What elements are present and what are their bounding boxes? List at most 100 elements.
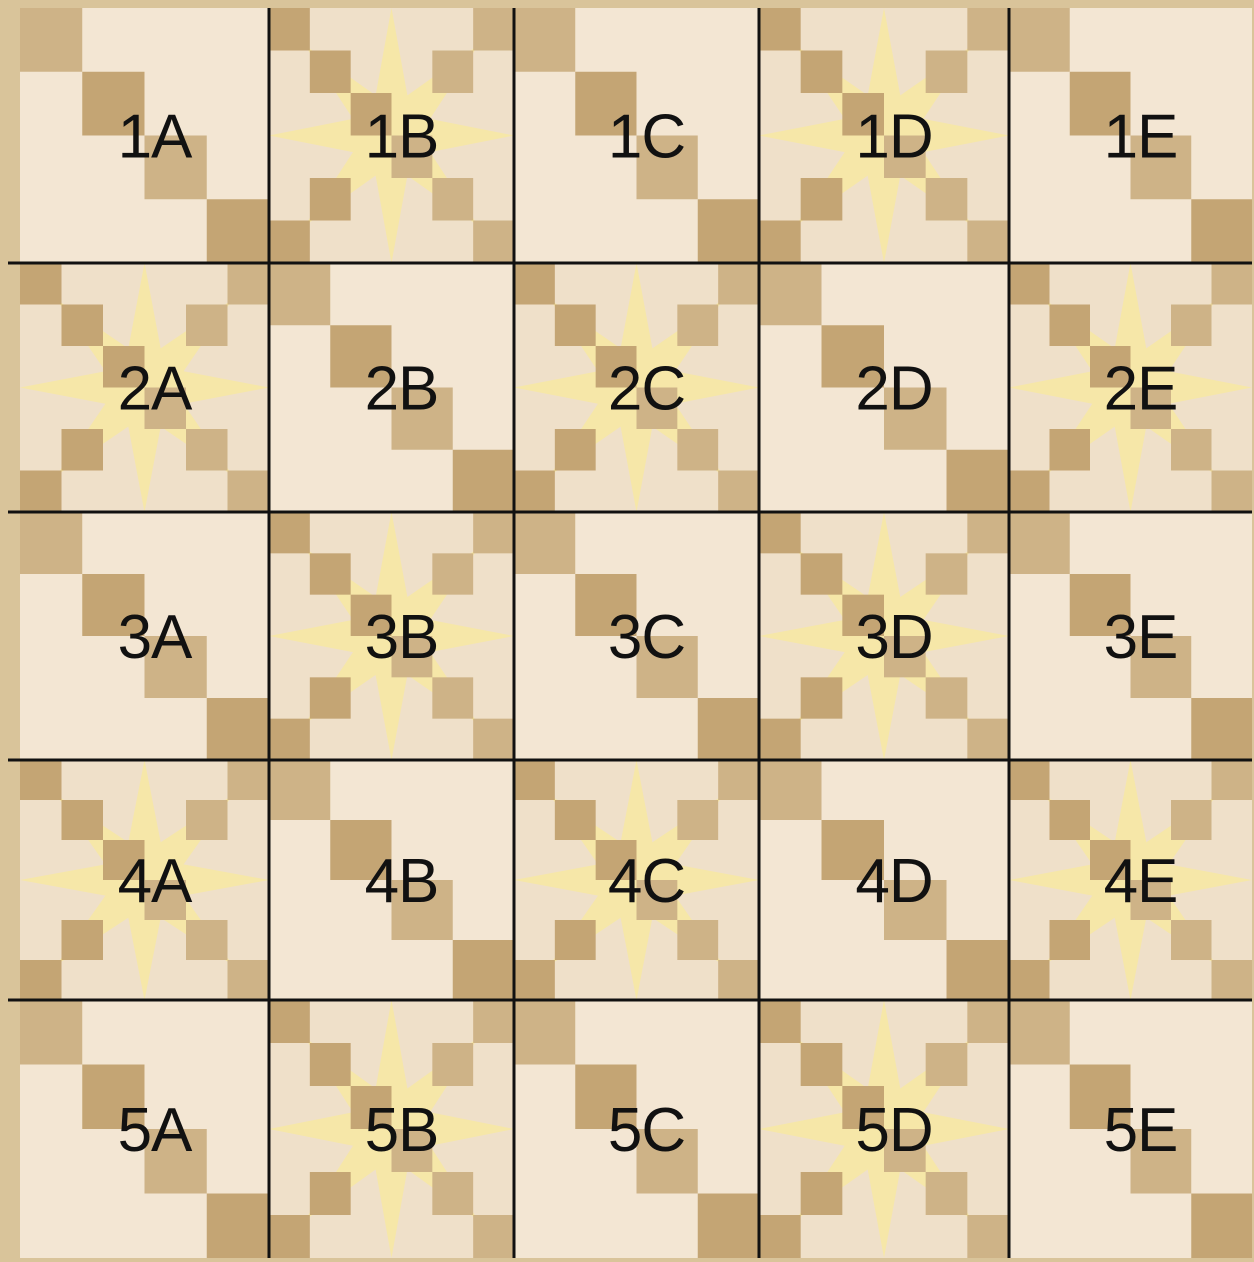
star-patch-square bbox=[1212, 960, 1253, 1000]
star-patch-square bbox=[718, 471, 759, 513]
chain-square bbox=[20, 1000, 82, 1065]
block-label: 5D bbox=[855, 1096, 932, 1165]
chain-square bbox=[207, 698, 269, 760]
star-patch-square bbox=[473, 1215, 514, 1258]
quilt-block-2b: 2B bbox=[269, 263, 514, 512]
star-patch-square bbox=[473, 8, 514, 51]
star-patch-square bbox=[432, 677, 473, 718]
star-patch-square bbox=[1050, 920, 1091, 960]
quilt-block-5d: 5D bbox=[759, 1000, 1009, 1258]
star-patch-square bbox=[228, 760, 270, 800]
quilt-block-1c: 1C bbox=[514, 8, 759, 263]
quilt-block-2d: 2D bbox=[759, 263, 1009, 512]
star-patch-square bbox=[967, 719, 1009, 760]
star-patch-square bbox=[1009, 471, 1050, 513]
star-patch-square bbox=[432, 1172, 473, 1215]
chain-square bbox=[698, 199, 759, 263]
star-patch-square bbox=[310, 553, 351, 594]
star-patch-square bbox=[967, 8, 1009, 51]
block-label: 2E bbox=[1104, 355, 1178, 424]
quilt-block-3a: 3A bbox=[20, 512, 269, 760]
chain-square bbox=[759, 263, 822, 325]
star-patch-square bbox=[801, 553, 843, 594]
quilt-block-1a: 1A bbox=[20, 8, 269, 263]
chain-square bbox=[207, 1194, 269, 1259]
chain-square bbox=[269, 760, 330, 820]
star-patch-square bbox=[967, 512, 1009, 553]
block-label: 2C bbox=[608, 355, 685, 424]
star-patch-square bbox=[432, 51, 473, 94]
quilt-block-5e: 5E bbox=[1009, 1000, 1252, 1258]
star-patch-square bbox=[926, 677, 968, 718]
block-label: 4B bbox=[365, 847, 439, 916]
star-patch-square bbox=[677, 920, 718, 960]
star-patch-square bbox=[718, 960, 759, 1000]
star-patch-square bbox=[759, 512, 801, 553]
star-patch-square bbox=[1050, 800, 1091, 840]
quilt-block-4c: 4C bbox=[514, 760, 759, 1000]
chain-square bbox=[759, 760, 822, 820]
star-patch-square bbox=[1050, 429, 1091, 471]
star-patch-square bbox=[269, 512, 310, 553]
star-patch-square bbox=[1212, 760, 1253, 800]
block-label: 3D bbox=[855, 603, 932, 672]
block-label: 3B bbox=[365, 603, 439, 672]
star-patch-square bbox=[801, 178, 843, 221]
star-patch-square bbox=[677, 429, 718, 471]
quilt-block-1d: 1D bbox=[759, 8, 1009, 263]
block-label: 1A bbox=[118, 103, 193, 172]
star-patch-square bbox=[432, 1043, 473, 1086]
quilt-block-5a: 5A bbox=[20, 1000, 269, 1258]
chain-square bbox=[453, 450, 514, 512]
star-patch-square bbox=[555, 800, 596, 840]
chain-square bbox=[1191, 1194, 1252, 1259]
chain-square bbox=[514, 512, 575, 574]
block-label: 4A bbox=[118, 847, 193, 916]
star-patch-square bbox=[20, 263, 62, 305]
star-patch-square bbox=[62, 305, 104, 347]
star-patch-square bbox=[20, 960, 62, 1000]
star-patch-square bbox=[555, 920, 596, 960]
chain-square bbox=[947, 940, 1010, 1000]
star-patch-square bbox=[926, 553, 968, 594]
star-patch-square bbox=[228, 960, 270, 1000]
star-patch-square bbox=[926, 51, 968, 94]
block-label: 5A bbox=[118, 1096, 193, 1165]
star-patch-square bbox=[1212, 471, 1253, 513]
quilt-block-3c: 3C bbox=[514, 512, 759, 760]
star-patch-square bbox=[514, 471, 555, 513]
chain-square bbox=[1009, 8, 1070, 72]
star-patch-square bbox=[269, 719, 310, 760]
star-patch-square bbox=[432, 178, 473, 221]
block-label: 5B bbox=[365, 1096, 439, 1165]
star-patch-square bbox=[967, 221, 1009, 264]
chain-square bbox=[698, 698, 759, 760]
star-patch-square bbox=[926, 1043, 968, 1086]
star-patch-square bbox=[269, 1000, 310, 1043]
chain-square bbox=[20, 8, 82, 72]
block-label: 2B bbox=[365, 355, 439, 424]
star-patch-square bbox=[967, 1215, 1009, 1258]
chain-square bbox=[1191, 199, 1252, 263]
star-patch-square bbox=[759, 1215, 801, 1258]
star-patch-square bbox=[718, 263, 759, 305]
star-patch-square bbox=[62, 800, 104, 840]
star-patch-square bbox=[310, 677, 351, 718]
star-patch-square bbox=[1050, 305, 1091, 347]
chain-square bbox=[1191, 698, 1252, 760]
star-patch-square bbox=[1171, 800, 1212, 840]
star-patch-square bbox=[555, 305, 596, 347]
block-label: 4C bbox=[608, 847, 685, 916]
chain-square bbox=[207, 199, 269, 263]
star-patch-square bbox=[759, 719, 801, 760]
star-patch-square bbox=[186, 800, 228, 840]
block-label: 4D bbox=[855, 847, 932, 916]
quilt-block-4d: 4D bbox=[759, 760, 1009, 1000]
block-label: 5E bbox=[1104, 1096, 1178, 1165]
star-patch-square bbox=[1171, 305, 1212, 347]
star-patch-square bbox=[1171, 920, 1212, 960]
star-patch-square bbox=[186, 920, 228, 960]
block-label: 1C bbox=[608, 103, 685, 172]
star-patch-square bbox=[473, 1000, 514, 1043]
star-patch-square bbox=[926, 178, 968, 221]
